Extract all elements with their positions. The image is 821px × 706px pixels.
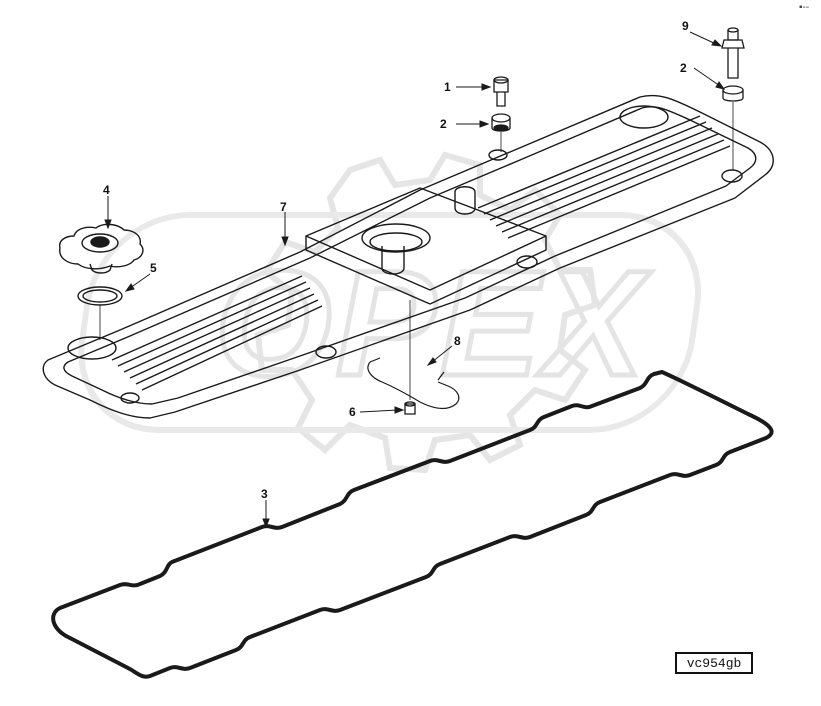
figure-id-box: vc954gb — [675, 652, 753, 674]
sensor — [404, 401, 416, 415]
callout-2-bolt-grommet: 2 — [440, 117, 447, 131]
corner-mark: ▪-- — [799, 2, 810, 13]
cover-bolt — [493, 76, 509, 107]
watermark-bar — [78, 212, 702, 433]
callout-9: 9 — [682, 19, 689, 33]
bolt-boss — [315, 345, 337, 359]
cover-stud — [721, 27, 745, 79]
valve-cover-rib — [111, 275, 323, 391]
valve-cover — [42, 94, 774, 419]
oil-filler-cap-top — [81, 233, 119, 253]
grommet — [722, 85, 744, 102]
bolt-boss — [488, 149, 508, 161]
callout-7: 7 — [280, 200, 287, 214]
valve-cover-gasket — [51, 370, 774, 679]
breather-tube — [381, 246, 405, 275]
wire-harness — [367, 357, 460, 410]
cover-end-boss — [67, 336, 117, 360]
callout-leaders — [104, 31, 726, 529]
callout-4: 4 — [103, 183, 110, 197]
cover-end-boss — [619, 105, 669, 129]
callout-8: 8 — [454, 334, 461, 348]
oil-filler-cap — [59, 223, 144, 274]
valve-cover-rib — [477, 115, 731, 239]
opex-watermark: OPEX — [78, 151, 702, 474]
bolt-boss — [516, 255, 538, 269]
callout-2-stud-grommet: 2 — [680, 61, 687, 75]
oil-filler-opening — [361, 223, 431, 253]
oil-filler-cap-body — [59, 223, 144, 270]
valve-cover-center-boss-side — [305, 236, 547, 305]
breather-tube — [454, 186, 476, 215]
callout-3: 3 — [261, 487, 268, 501]
bolt-boss — [120, 392, 140, 404]
oil-filler-opening-inner — [369, 232, 423, 252]
callout-1: 1 — [444, 80, 451, 94]
valve-cover-outline — [42, 94, 774, 419]
bolt-boss — [721, 169, 743, 183]
figure-id-label: vc954gb — [686, 655, 742, 671]
o-ring — [77, 286, 123, 306]
callout-6: 6 — [349, 405, 356, 419]
watermark-gear — [254, 151, 599, 474]
grommet — [491, 113, 511, 132]
callout-labels: 1 2 2 3 4 5 6 7 8 9 — [103, 19, 689, 501]
oil-filler-cap-neck — [89, 263, 113, 274]
callout-5: 5 — [150, 261, 157, 275]
oil-filler-cap-center — [90, 236, 110, 248]
